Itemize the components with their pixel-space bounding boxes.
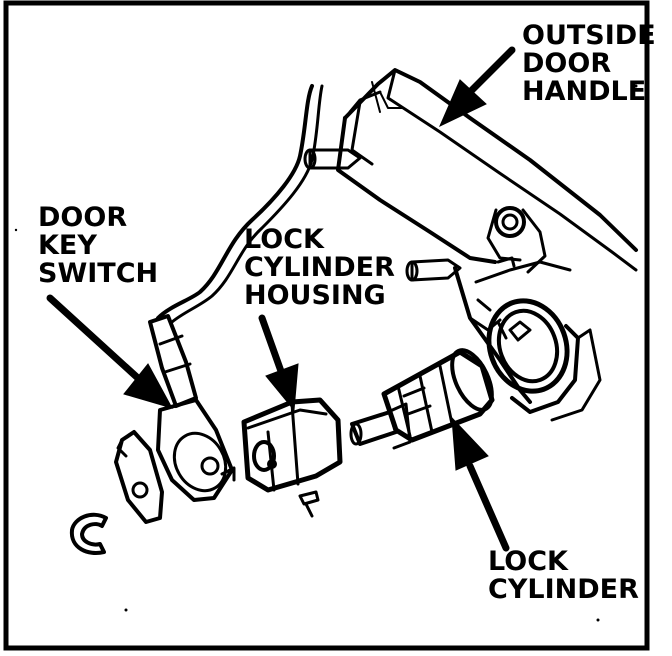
arrow-lock-cylinder-housing	[258, 314, 299, 412]
door-key-switch-label-line-3: SWITCH	[38, 258, 159, 289]
arrow-door-key-switch	[46, 294, 174, 409]
print-speckles	[14, 84, 638, 622]
door-key-switch-label-line-1: DOOR	[38, 202, 128, 233]
door-key-switch	[148, 84, 324, 502]
door-key-switch-label: DOOR KEY SWITCH	[38, 204, 158, 288]
lock-cylinder-label: LOCK CYLINDER	[488, 548, 639, 604]
lock-cylinder	[349, 348, 495, 450]
arrow-outside-door-handle	[439, 46, 516, 128]
retaining-clip	[69, 512, 108, 555]
outside-door-handle	[303, 68, 638, 422]
outside-door-handle-label: OUTSIDE DOOR HANDLE	[522, 22, 656, 106]
arrow-lock-cylinder	[451, 416, 510, 552]
outside-door-handle-label-line-3: HANDLE	[522, 76, 647, 107]
lock-cylinder-housing-label-line-3: HOUSING	[244, 280, 386, 311]
retainer-plate	[114, 430, 164, 524]
outside-door-handle-label-line-1: OUTSIDE	[522, 20, 656, 51]
lock-cylinder-label-line-2: CYLINDER	[488, 574, 639, 605]
diagram-border	[3, 0, 650, 651]
outside-door-handle-label-line-2: DOOR	[522, 48, 612, 79]
lock-cylinder-housing-label: LOCK CYLINDER HOUSING	[244, 226, 395, 310]
lock-cylinder-housing-label-line-1: LOCK	[244, 224, 324, 255]
lock-cylinder-housing-label-line-2: CYLINDER	[244, 252, 395, 283]
lock-cylinder-label-line-1: LOCK	[488, 546, 568, 577]
door-key-switch-label-line-2: KEY	[38, 230, 97, 261]
lock-cylinder-housing	[241, 397, 343, 518]
